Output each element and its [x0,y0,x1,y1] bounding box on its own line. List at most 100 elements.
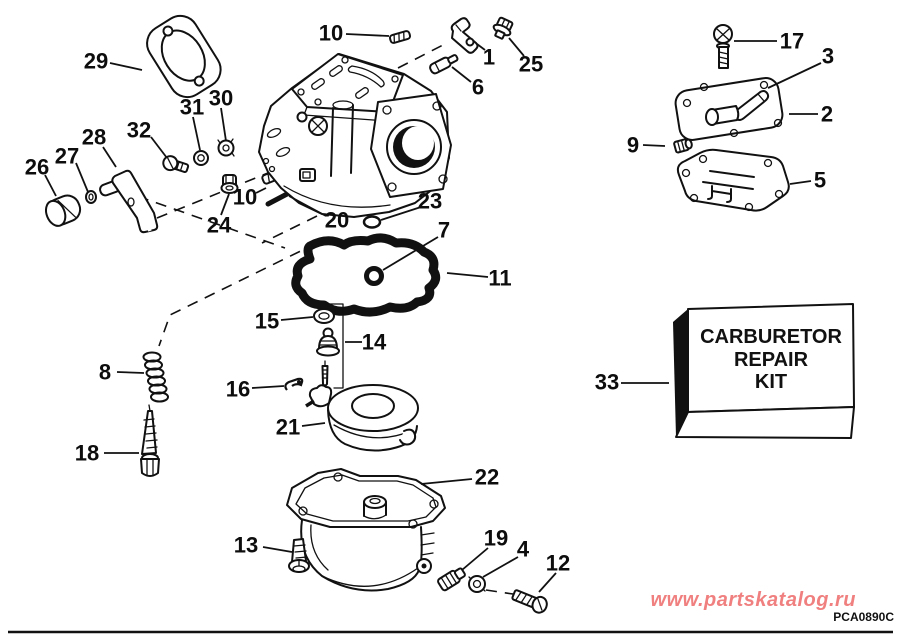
part-29-mount-gasket [146,14,222,99]
leader-line-7 [382,236,439,271]
leader-line-15 [280,316,314,321]
part-2-pump-cover [674,77,784,141]
leader-line-32 [150,136,168,159]
part-code: PCA0890C [833,610,894,624]
callout-label-8: 8 [99,360,111,385]
leader-line-9 [642,144,666,147]
part-15-o-ring [313,308,335,324]
part-10-roll-pin-top [388,30,412,44]
leader-line-22 [420,478,473,485]
leader-line-13 [262,546,293,553]
leader-line-19 [461,547,489,571]
callout-label-18: 18 [75,441,99,466]
callout-label-4: 4 [517,537,530,562]
callout-label-24: 24 [207,213,232,238]
callout-label-11: 11 [488,266,511,291]
leader-line-8 [116,371,145,374]
callout-label-10-top: 10 [319,21,343,46]
kit-box-text-line2: REPAIR [734,349,809,371]
callout-label-20: 20 [325,208,349,233]
part-18-idle-needle [140,404,160,477]
callout-label-14: 14 [362,330,387,355]
callout-label-2: 2 [821,102,833,127]
kit-box-text-line1: CARBURETOR [700,326,842,348]
part-5-diaphragm-plate [676,148,790,212]
leader-line-23 [380,206,422,221]
leader-line-10-top [345,33,390,37]
leader-line-12 [538,572,557,593]
part-13-drain-screw [288,538,310,573]
leader-line-21 [301,422,326,427]
part-27-o-ring [85,190,97,204]
leader-line-4 [482,556,519,578]
leader-line-1 [476,43,486,51]
part-4-washer [468,575,486,593]
part-12-screw [511,589,548,614]
callout-label-3: 3 [822,44,834,69]
leader-line-30 [220,107,227,142]
part-9-check-valve [673,138,693,154]
callout-label-25: 25 [519,52,543,77]
leader-line-11 [446,272,489,278]
callout-label-27: 27 [55,144,79,169]
callout-label-22: 22 [475,465,499,490]
callout-label-15: 15 [255,309,279,334]
callout-label-9: 9 [627,133,639,158]
callout-label-16: 16 [226,377,250,402]
leader-line-31 [192,116,201,151]
leader-line-26 [44,174,57,197]
callout-label-12: 12 [546,551,570,576]
part-8-spring [142,351,169,403]
leader-line-3 [767,62,822,89]
part-33-repair-kit-box: CARBURETOR REPAIR KIT [673,303,855,439]
part-22-float-bowl [286,468,446,592]
callout-label-29: 29 [84,49,108,74]
kit-box-text-line3: KIT [755,371,787,393]
part-30-retainer [217,138,235,157]
callout-label-19: 19 [484,526,508,551]
callout-label-30: 30 [209,86,233,111]
part-32-screw [162,155,190,173]
part-17-cover-screw [713,24,733,69]
part-25-bolt [492,16,514,40]
callout-label-6: 6 [472,75,484,100]
leader-line-5 [789,180,812,185]
part-7-11-bowl-gasket [291,233,441,317]
part-16-clip [284,377,304,391]
leader-line-25 [508,37,525,57]
callout-label-32: 32 [127,118,151,143]
part-24-packing-nut [220,174,239,194]
leader-line-20 [288,195,327,217]
leader-line-28 [102,146,117,168]
callout-label-23: 23 [418,189,442,214]
callout-label-17: 17 [780,29,804,54]
callout-label-28: 28 [82,125,106,150]
callout-label-5: 5 [814,168,826,193]
part-23-o-ring [362,215,382,229]
callout-label-7: 7 [438,218,450,243]
callout-label-21: 21 [276,415,300,440]
part-28-cam-follower [99,169,159,234]
callout-label-10-mid: 10 [233,185,257,210]
leader-line-24 [220,193,230,216]
callout-label-13: 13 [234,533,258,558]
callout-label-26: 26 [25,155,49,180]
part-21-float [305,384,419,452]
part-19-plug [437,567,466,592]
part-26-roller [44,194,82,227]
part-14-needle-and-seat [316,303,344,389]
callout-label-31: 31 [180,95,204,120]
leader-line-27 [75,162,89,193]
parts-artwork: CARBURETOR REPAIR KIT [44,14,855,614]
part-31-washer [193,150,209,166]
part-6-pin [429,54,459,75]
part-carburetor-body [258,53,452,218]
leader-line-16 [251,385,285,389]
leader-line-10-mid [255,187,267,194]
callout-label-33: 33 [595,370,619,395]
part-1-link-bracket [450,17,479,54]
leader-line-6 [451,66,472,83]
